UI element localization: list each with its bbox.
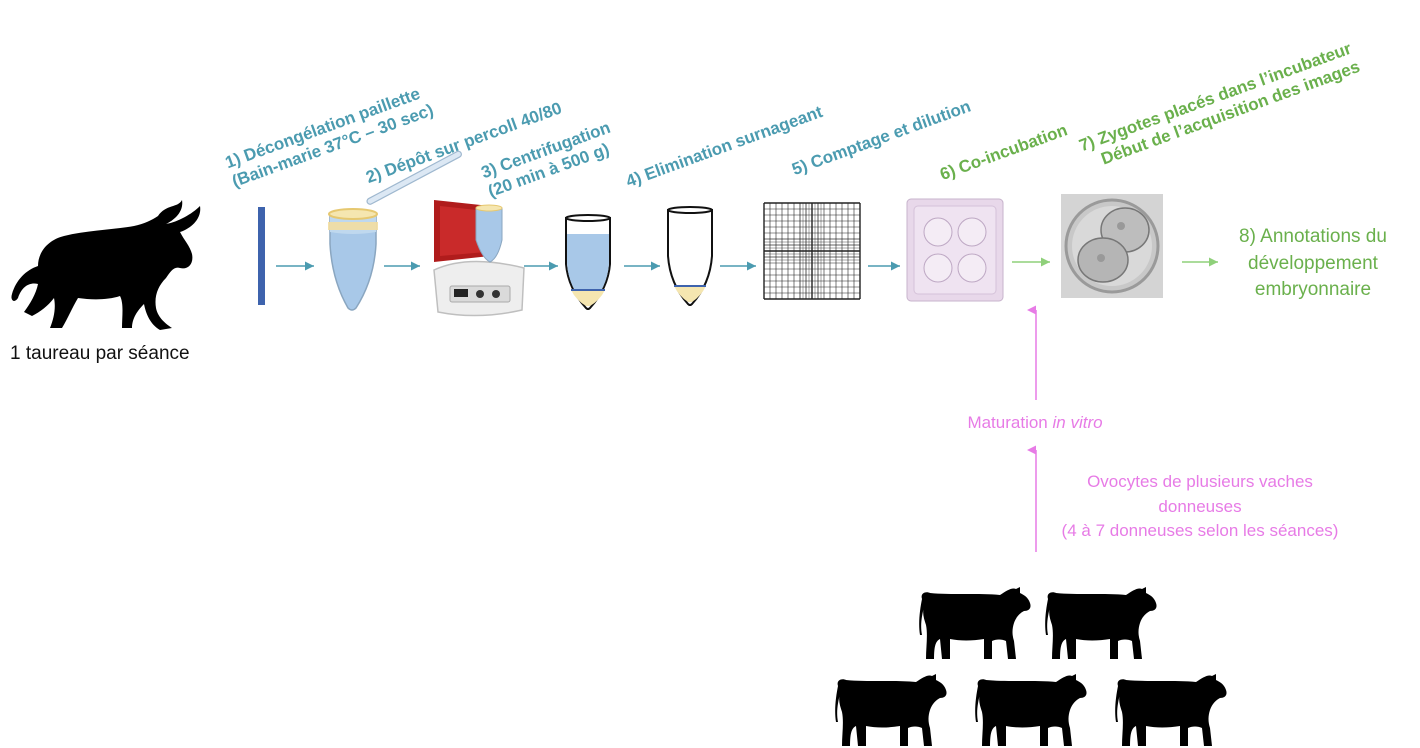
oocytes-label: Ovocytes de plusieurs vaches donneuses (… (1050, 470, 1350, 544)
percoll-tube-icon (328, 150, 462, 311)
oocytes-line2: donneuses (1158, 496, 1242, 516)
cow-icon (919, 587, 1031, 659)
centrifuge-icon (433, 200, 525, 317)
cow-icon (835, 674, 947, 746)
final-line1: 8) Annotations du (1239, 226, 1387, 247)
maturation-label: Maturation in vitro (930, 411, 1140, 436)
final-line2: développement (1248, 252, 1378, 274)
final-step-label: 8) Annotations du développement embryonn… (1228, 224, 1398, 304)
centrifuged-tube-icon (565, 214, 611, 310)
maturation-prefix: Maturation (967, 413, 1053, 432)
supernatant-removed-tube-icon (667, 206, 713, 306)
bull-caption: 1 taureau par séance (10, 343, 190, 364)
oocytes-line1: Ovocytes de plusieurs vaches (1087, 472, 1313, 491)
bull-icon (11, 200, 201, 330)
four-well-plate-icon (906, 198, 1004, 302)
cow-icon (1115, 674, 1227, 746)
counting-chamber-grid-icon (763, 202, 861, 300)
cow-icon (1045, 587, 1157, 659)
oocytes-line3: (4 à 7 donneuses selon les séances) (1061, 521, 1339, 541)
maturation-italic: in vitro (1052, 413, 1103, 432)
straw-icon (258, 207, 265, 305)
zygote-microscope-image (1061, 194, 1163, 298)
cow-icon (975, 674, 1087, 746)
final-line3: embryonnaire (1254, 279, 1372, 301)
